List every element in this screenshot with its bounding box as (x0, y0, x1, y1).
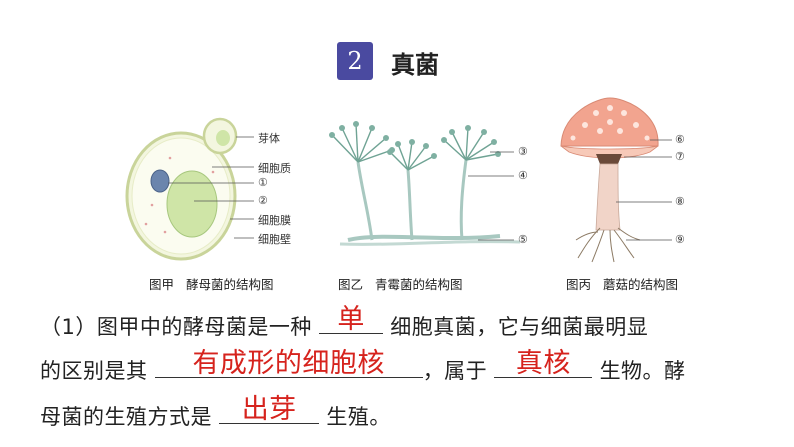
yeast-label-2: ② (258, 194, 268, 207)
caption-penicillium: 图乙青霉菌的结构图 (338, 274, 463, 293)
answer-blank-1[interactable]: 单 (319, 304, 384, 335)
caption-text: 酵母菌的结构图 (186, 277, 274, 292)
answer-text: 单 (337, 304, 365, 335)
mushroom-label-8: ⑧ (675, 195, 685, 208)
mushroom-label-9: ⑨ (675, 233, 685, 246)
caption-text: 青霉菌的结构图 (375, 277, 463, 292)
caption-text: 蘑菇的结构图 (603, 277, 679, 292)
question-line-2: 的区别是其 有成形的细胞核 ，属于 真核 生物。酵 (40, 348, 686, 385)
answer-blank-2[interactable]: 有成形的细胞核 (154, 348, 423, 379)
penicillium-diagram (329, 121, 521, 246)
mushroom-label-6: ⑥ (675, 133, 685, 146)
caption-tag: 图甲 (149, 277, 175, 292)
answer-blank-4[interactable]: 出芽 (219, 394, 320, 425)
mushroom-label-7: ⑦ (675, 150, 685, 163)
answer-text: 真核 (515, 348, 571, 379)
caption-mushroom: 图丙蘑菇的结构图 (566, 274, 678, 293)
mushroom-diagram (560, 97, 672, 263)
section-title: 真菌 (391, 51, 439, 79)
caption-tag: 图丙 (566, 277, 592, 292)
question-text: 生殖。 (326, 405, 391, 429)
question-text: （1）图甲中的酵母菌是一种 (40, 315, 312, 339)
answer-text: 有成形的细胞核 (192, 348, 385, 379)
yeast-label-wall: 细胞壁 (258, 233, 291, 246)
penicillium-label-3: ③ (518, 145, 528, 158)
figures-illustration (125, 97, 672, 263)
question-text: 生物。酵 (599, 359, 686, 383)
yeast-label-bud: 芽体 (258, 132, 280, 145)
penicillium-label-5: ⑤ (518, 233, 528, 246)
answer-blank-3[interactable]: 真核 (494, 348, 593, 379)
yeast-label-1: ① (258, 176, 268, 189)
caption-yeast: 图甲酵母菌的结构图 (149, 274, 274, 293)
question-line-3: 母菌的生殖方式是 出芽 生殖。 (40, 394, 391, 431)
yeast-label-membrane: 细胞膜 (258, 214, 291, 227)
yeast-label-cytoplasm: 细胞质 (258, 162, 291, 175)
penicillium-label-4: ④ (518, 169, 528, 182)
question-text: 母菌的生殖方式是 (40, 405, 212, 429)
answer-text: 出芽 (241, 394, 297, 425)
question-text: ，属于 (422, 359, 488, 383)
question-line-1: （1）图甲中的酵母菌是一种 单 细胞真菌，它与细菌最明显 (40, 304, 649, 341)
question-text: 细胞真菌，它与细菌最明显 (390, 315, 649, 339)
question-text: 的区别是其 (40, 359, 148, 383)
yeast-diagram (125, 117, 254, 261)
caption-tag: 图乙 (338, 277, 364, 292)
section-number-badge: 2 (337, 42, 373, 80)
